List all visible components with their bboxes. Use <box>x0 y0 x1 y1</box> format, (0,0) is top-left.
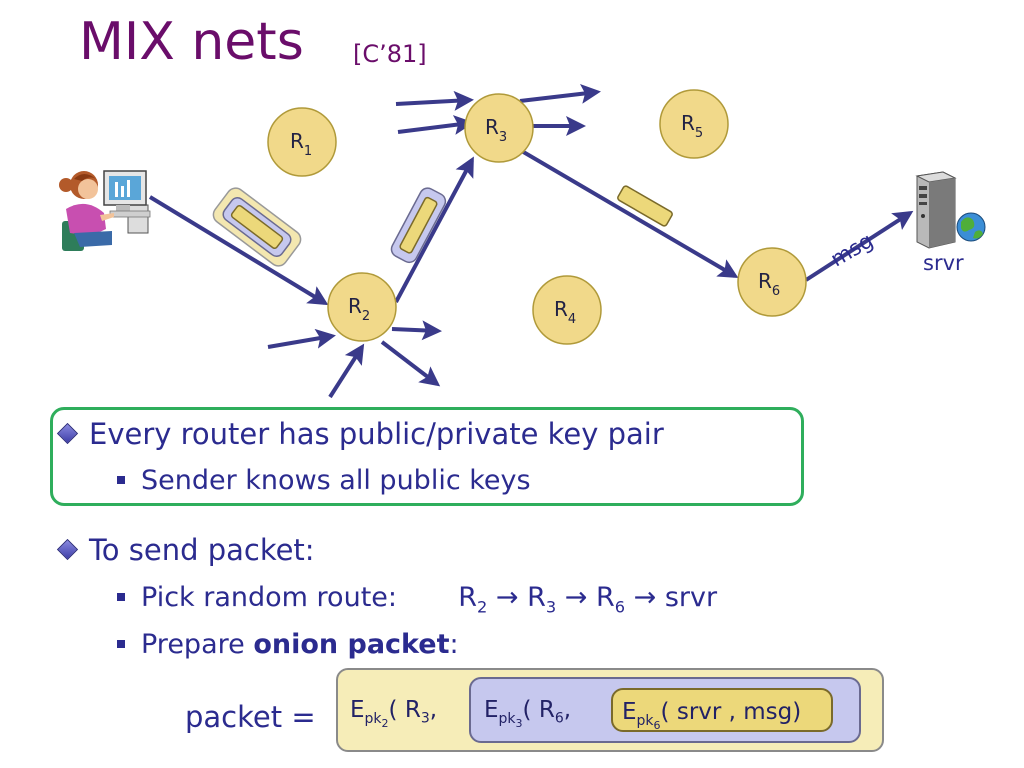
diamond-bullet-icon <box>56 422 79 444</box>
user-at-computer-icon <box>59 170 151 251</box>
mix-net-diagram: R1 R2 R3 R4 R5 R6 msg <box>59 83 986 399</box>
server-tower-icon <box>915 171 986 249</box>
server-label: srvr <box>923 251 964 275</box>
inner-encryption-text: Epk6( srvr , msg) <box>622 699 802 732</box>
outer-encryption-text: Epk2( R3, <box>350 697 438 730</box>
route-arrows <box>148 148 914 306</box>
arrow-in-r3-b <box>397 115 474 135</box>
svg-text:R5: R5 <box>681 111 703 141</box>
arrow-in-r3-a <box>395 90 474 111</box>
packet-glyph-2layer <box>390 187 447 264</box>
router-r1: R1 <box>267 107 337 177</box>
router-r5: R5 <box>659 89 729 159</box>
svg-text:R2: R2 <box>348 294 370 324</box>
arrow-in-r2-b <box>328 343 365 399</box>
slide-title: MIX nets <box>79 12 304 72</box>
square-bullet-icon <box>117 592 125 601</box>
bullet-send-packet: To send packet: <box>56 533 315 567</box>
msg-label: msg <box>826 228 877 271</box>
router-r2: R2 <box>327 272 397 342</box>
packet-label: packet = <box>185 700 316 734</box>
packet-glyph-3layer <box>212 187 302 267</box>
square-bullet-icon <box>117 475 125 484</box>
packet-glyph-1layer <box>617 185 673 227</box>
svg-text:R1: R1 <box>290 129 312 159</box>
arrow-r6-to-srvr <box>804 210 914 282</box>
arrow-out-r2-b <box>380 340 441 387</box>
middle-encryption-text: Epk3( R6, <box>484 697 572 730</box>
svg-text:R4: R4 <box>554 297 576 327</box>
arrow-r2-to-r3 <box>394 156 474 303</box>
bullet-key-pair: Every router has public/private key pair <box>56 417 664 451</box>
arrow-out-r3-a <box>519 83 601 104</box>
arrow-r3-to-r6 <box>518 148 739 279</box>
citation: [C’81] <box>353 40 427 68</box>
router-r3: R3 <box>464 93 534 163</box>
bullet-random-route: Pick random route: R2 → R3 → R6 → srvr <box>117 582 717 616</box>
arrow-in-r2-a <box>267 328 336 349</box>
route-sequence: R2 → R3 → R6 → srvr <box>458 582 718 617</box>
bullet-prepare-onion: Prepare onion packet: <box>117 629 459 660</box>
bullet-sender-keys: Sender knows all public keys <box>117 465 531 496</box>
diamond-bullet-icon <box>56 538 79 560</box>
svg-text:R3: R3 <box>485 115 507 145</box>
key-pair-box <box>50 407 804 506</box>
router-r4: R4 <box>532 275 602 345</box>
svg-text:R6: R6 <box>758 269 780 299</box>
traffic-arrows <box>267 83 601 399</box>
arrow-out-r2-a <box>391 320 442 341</box>
arrow-user-to-r2 <box>148 195 329 306</box>
square-bullet-icon <box>117 639 125 648</box>
router-r6: R6 <box>737 247 807 317</box>
onion-layer-inner <box>611 688 833 732</box>
